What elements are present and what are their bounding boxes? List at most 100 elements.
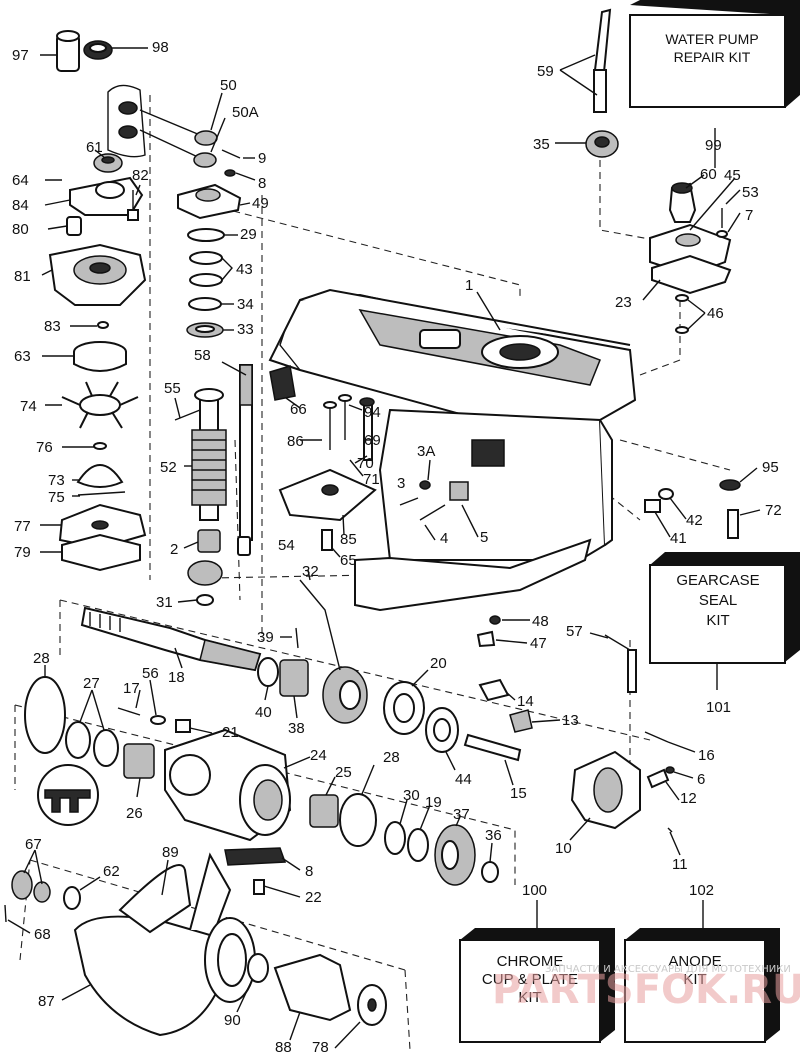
label-3a: 3A [417, 443, 435, 460]
label-53: 53 [742, 184, 759, 201]
label-3: 3 [397, 475, 405, 492]
label-31: 31 [156, 594, 173, 611]
label-90: 90 [224, 1012, 241, 1029]
label-9: 9 [258, 150, 266, 167]
label-102: 102 [689, 882, 714, 899]
label-26: 26 [126, 805, 143, 822]
water-pump-kit-box: WATER PUMP REPAIR KIT [629, 0, 800, 108]
label-48: 48 [532, 613, 549, 630]
label-30: 30 [403, 787, 420, 804]
label-21: 21 [222, 724, 239, 741]
label-8-bottom: 8 [305, 863, 313, 880]
label-63: 63 [14, 348, 31, 365]
label-85: 85 [340, 531, 357, 548]
label-70: 70 [357, 455, 374, 472]
label-19: 19 [425, 794, 442, 811]
label-59: 59 [537, 63, 554, 80]
label-1: 1 [465, 277, 473, 294]
label-52: 52 [160, 459, 177, 476]
watermark-logo: PARTSFOK.RU [492, 967, 800, 1013]
label-57: 57 [566, 623, 583, 640]
label-17: 17 [123, 680, 140, 697]
label-22: 22 [305, 889, 322, 906]
label-39: 39 [257, 629, 274, 646]
label-79: 79 [14, 544, 31, 561]
anode-kit-box: ANODE KIT [624, 928, 780, 1043]
label-60: 60 [700, 166, 717, 183]
label-54: 54 [278, 537, 295, 554]
lower-assembly-parts [24, 606, 675, 895]
label-10: 10 [555, 840, 572, 857]
label-98: 98 [152, 39, 169, 56]
label-27: 27 [83, 675, 100, 692]
label-29: 29 [240, 226, 257, 243]
gearcase-kit-line2: SEAL [699, 592, 737, 609]
top-right-parts [585, 8, 732, 334]
label-69: 69 [364, 432, 381, 449]
watermark-tagline: ЗАПЧАСТИ И АКСЕССУАРЫ ДЛЯ МОТОТЕХНИКИ [545, 964, 791, 975]
label-41: 41 [670, 530, 687, 547]
label-44: 44 [455, 771, 472, 788]
label-49: 49 [252, 195, 269, 212]
label-87: 87 [38, 993, 55, 1010]
label-73: 73 [48, 472, 65, 489]
anode-kit-line1: ANODE [668, 953, 721, 970]
label-36: 36 [485, 827, 502, 844]
label-14: 14 [517, 693, 534, 710]
label-89: 89 [162, 844, 179, 861]
water-pump-kit-line2: REPAIR KIT [674, 49, 751, 65]
label-95: 95 [762, 459, 779, 476]
label-99: 99 [705, 137, 722, 154]
label-13: 13 [562, 712, 579, 729]
leader-lines [7, 47, 761, 1049]
label-24: 24 [310, 747, 327, 764]
chrome-kit-line1: CHROME [497, 953, 564, 970]
label-43: 43 [236, 261, 253, 278]
label-20: 20 [430, 655, 447, 672]
water-pump-kit-line1: WATER PUMP [665, 31, 758, 47]
label-34: 34 [237, 296, 254, 313]
label-55: 55 [164, 380, 181, 397]
chrome-kit-line3: KIT [518, 989, 541, 1006]
gearcase-housing [268, 288, 637, 612]
label-76: 76 [36, 439, 53, 456]
label-33: 33 [237, 321, 254, 338]
label-15: 15 [510, 785, 527, 802]
water-pump-parts [48, 30, 253, 606]
label-42: 42 [686, 512, 703, 529]
label-47: 47 [530, 635, 547, 652]
chrome-cup-kit-box: CHROME CUP & PLATE KIT [459, 928, 615, 1043]
label-6: 6 [697, 771, 705, 788]
label-97: 97 [12, 47, 29, 64]
label-11: 11 [672, 856, 688, 873]
label-72: 72 [765, 502, 782, 519]
label-23: 23 [615, 294, 632, 311]
label-66: 66 [290, 401, 307, 418]
label-50: 50 [220, 77, 237, 94]
label-45: 45 [724, 167, 741, 184]
label-78: 78 [312, 1039, 329, 1056]
label-64: 64 [12, 172, 29, 189]
label-80: 80 [12, 221, 29, 238]
label-2: 2 [170, 541, 178, 558]
label-94: 94 [364, 404, 381, 421]
label-18: 18 [168, 669, 185, 686]
label-86: 86 [287, 433, 304, 450]
label-100: 100 [522, 882, 547, 899]
label-37: 37 [453, 806, 470, 823]
middle-parts [269, 365, 741, 693]
label-28-right: 28 [383, 749, 400, 766]
label-101: 101 [706, 699, 731, 716]
label-25: 25 [335, 764, 352, 781]
label-38: 38 [288, 720, 305, 737]
label-67: 67 [25, 836, 42, 853]
gearcase-kit-line1: GEARCASE [676, 572, 759, 589]
label-35: 35 [533, 136, 550, 153]
label-61: 61 [86, 139, 103, 156]
gearcase-kit-line3: KIT [706, 612, 729, 629]
label-12: 12 [680, 790, 697, 807]
label-88: 88 [275, 1039, 292, 1056]
chrome-kit-line2: CUP & PLATE [482, 971, 578, 988]
label-32: 32 [302, 563, 319, 580]
label-62: 62 [103, 863, 120, 880]
